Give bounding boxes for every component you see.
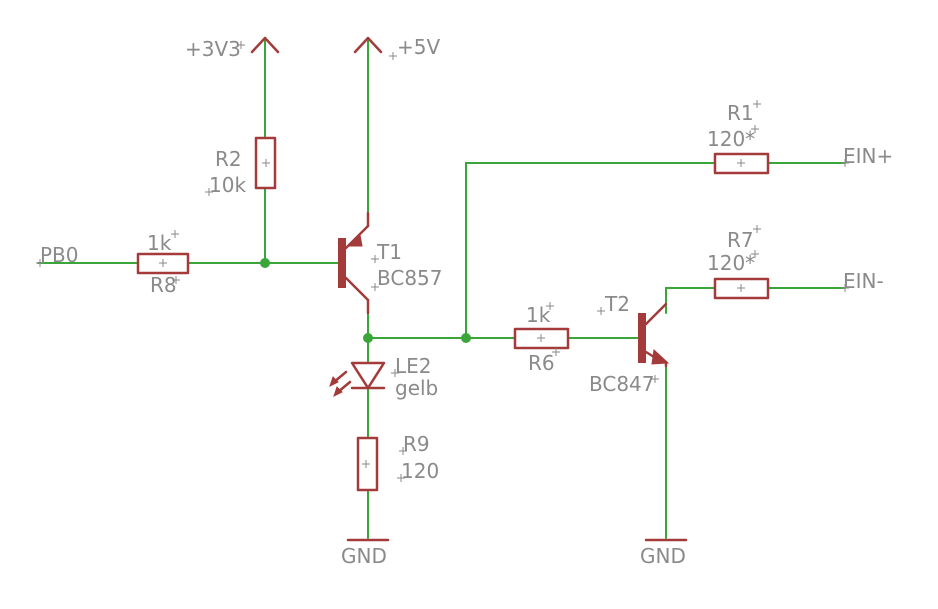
transistor-t1-pnp xyxy=(338,211,370,315)
t2-base-bar xyxy=(638,313,646,363)
label-t1-value: BC857 xyxy=(377,266,443,290)
label-5v: +5V xyxy=(397,35,440,59)
label-origin-markers xyxy=(36,41,849,482)
label-r1-name: R1 xyxy=(727,101,754,125)
supply-3v3-symbol xyxy=(250,36,280,54)
wire-ein-plus xyxy=(465,162,716,339)
label-r7-value: 120* xyxy=(707,251,755,275)
wire-t2-r7 xyxy=(665,287,716,314)
label-gnd-led: GND xyxy=(341,544,387,568)
light-arrow-icon xyxy=(333,386,343,397)
supply-5v-symbol xyxy=(353,36,383,54)
label-r8-value: 1k xyxy=(147,231,172,255)
transistor-t2-npn xyxy=(638,302,670,368)
light-arrow-icon xyxy=(329,376,339,387)
label-r2-name: R2 xyxy=(215,147,242,171)
label-gnd-t2: GND xyxy=(640,544,686,568)
resistor-r9 xyxy=(356,436,379,492)
label-r1-value: 120* xyxy=(707,127,755,151)
labels: +3V3 +5V R2 10k PB0 1k R8 T1 BC857 LE2 g… xyxy=(40,35,893,568)
resistor-r6 xyxy=(513,327,570,350)
junction-base-node xyxy=(260,258,270,268)
t2-emitter-arrow-icon xyxy=(651,348,670,365)
led-le2 xyxy=(329,361,386,397)
t1-base-bar xyxy=(338,238,346,288)
label-le2-name: LE2 xyxy=(395,354,432,378)
t1-collector-lead xyxy=(344,276,370,302)
label-r2-value: 10k xyxy=(209,173,246,197)
resistor-r1 xyxy=(713,152,770,175)
label-r7-name: R7 xyxy=(727,228,754,252)
junction-ein-node xyxy=(461,333,471,343)
resistor-r8 xyxy=(136,252,190,275)
label-t1-name: T1 xyxy=(376,240,402,264)
resistor-r7 xyxy=(713,277,770,300)
label-t2-name: T2 xyxy=(604,292,630,316)
label-le2-value: gelb xyxy=(395,376,438,400)
label-ein-plus: EIN+ xyxy=(843,144,893,168)
t2-collector-lead xyxy=(644,302,668,326)
label-r6-value: 1k xyxy=(526,303,551,327)
label-ein-minus: EIN- xyxy=(843,269,884,293)
supply-arrow-icon xyxy=(353,36,383,54)
label-pb0: PB0 xyxy=(40,243,79,267)
label-3v3: +3V3 xyxy=(185,37,241,61)
supply-arrow-icon xyxy=(250,36,280,54)
resistor-r2 xyxy=(254,136,277,190)
label-t2-value: BC847 xyxy=(589,372,655,396)
label-r8-name: R8 xyxy=(150,273,177,297)
label-r6-name: R6 xyxy=(528,351,555,375)
junction-collector-node xyxy=(363,333,373,343)
t1-emitter-arrow-icon xyxy=(346,234,363,247)
label-r9-name: R9 xyxy=(403,432,430,456)
label-r9-value: 120 xyxy=(401,459,439,483)
led-triangle-icon xyxy=(350,361,386,390)
junctions xyxy=(260,258,471,343)
